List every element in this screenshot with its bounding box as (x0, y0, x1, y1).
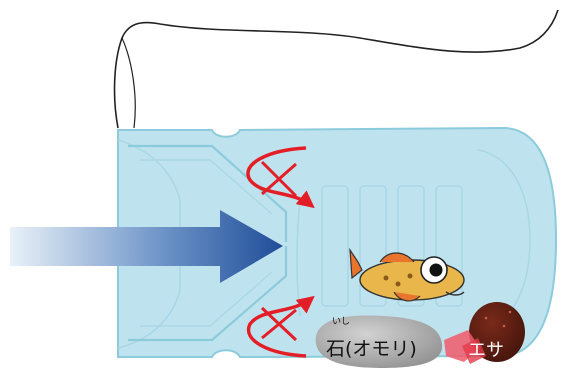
goby-fish-icon (349, 247, 465, 302)
trap-body (117, 126, 558, 359)
funnel-bottom-wall (128, 246, 288, 342)
stone-label: 石(オモリ) (326, 338, 417, 360)
stone-weight-icon (315, 315, 443, 368)
plastic-bag-outline-icon (113, 9, 559, 129)
stone-ruby-text: いし (332, 316, 350, 327)
big-right-arrow-icon (10, 210, 283, 283)
bait-icon (444, 302, 525, 364)
bait-label: エサ (468, 340, 504, 361)
red-curved-arrow-with-cross-icon (246, 295, 315, 358)
red-curved-arrow-with-cross-icon (246, 146, 315, 209)
